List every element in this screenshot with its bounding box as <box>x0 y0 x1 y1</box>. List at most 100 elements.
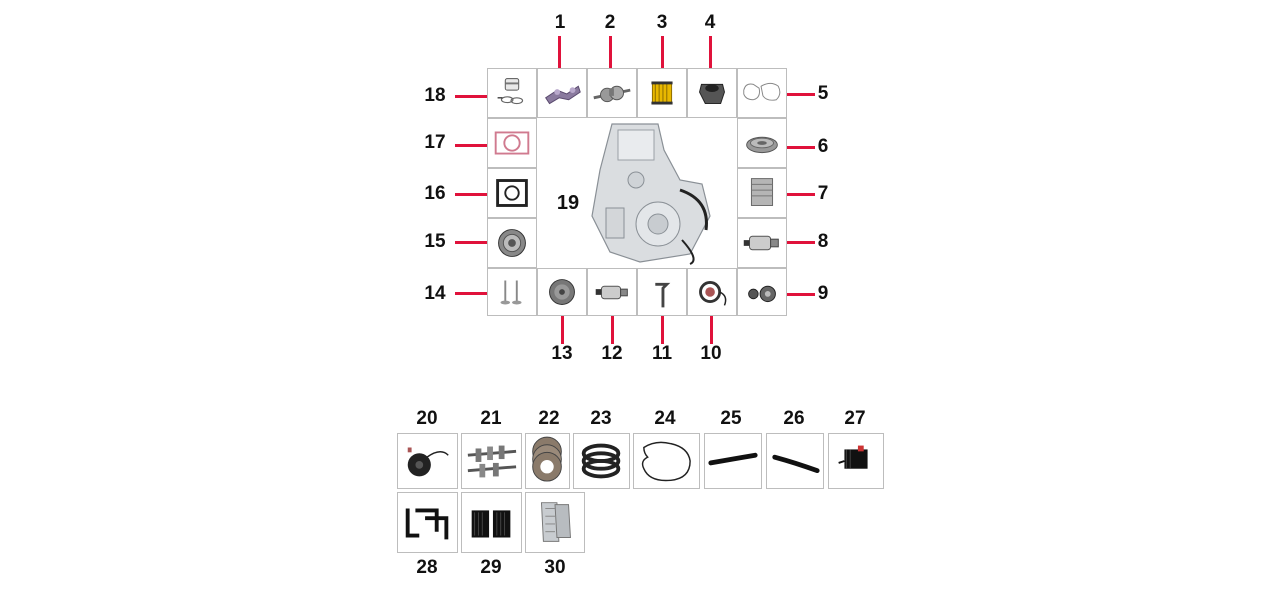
part-11-cell[interactable] <box>637 268 687 316</box>
part-8-cell[interactable] <box>737 218 787 268</box>
leader-16 <box>455 193 487 196</box>
part-28-cell[interactable] <box>397 492 458 553</box>
label-15: 15 <box>424 231 446 252</box>
leader-10 <box>710 316 713 344</box>
starter-motor-icon <box>595 285 628 300</box>
label-8: 8 <box>817 231 829 252</box>
label-7: 7 <box>817 183 829 204</box>
cover-gasket-icon <box>743 82 781 101</box>
leader-3 <box>661 36 664 68</box>
label-11: 11 <box>651 343 673 364</box>
label-9: 9 <box>817 283 829 304</box>
label-25: 25 <box>720 408 742 429</box>
leader-6 <box>787 146 815 149</box>
cylinder-gasket-black-icon <box>496 179 528 207</box>
leader-1 <box>558 36 561 68</box>
radiator-guards-icon <box>471 510 511 538</box>
label-29: 29 <box>480 557 502 578</box>
label-16: 16 <box>424 183 446 204</box>
label-20: 20 <box>416 408 438 429</box>
label-13: 13 <box>551 343 573 364</box>
leader-17 <box>455 144 487 147</box>
label-22: 22 <box>538 408 560 429</box>
part-25-cell[interactable] <box>704 433 762 489</box>
oil-filter-icon <box>651 81 673 105</box>
label-19: 19 <box>556 192 580 214</box>
part-17-cell[interactable] <box>487 118 537 168</box>
label-30: 30 <box>544 557 566 578</box>
part-27-cell[interactable] <box>828 433 884 489</box>
rotor-icon <box>549 279 575 305</box>
chain-tensioner-icon <box>772 454 820 474</box>
part-26-cell[interactable] <box>766 433 824 489</box>
part-4-cell[interactable] <box>687 68 737 118</box>
part-2-cell[interactable] <box>587 68 637 118</box>
leader-14 <box>455 292 487 295</box>
stator-icon <box>699 280 727 306</box>
label-21: 21 <box>480 408 502 429</box>
sprockets-icon <box>748 285 776 303</box>
part-18-cell[interactable] <box>487 68 537 118</box>
coolant-hoses-icon <box>405 508 449 540</box>
label-10: 10 <box>700 343 722 364</box>
cylinder-head-icon <box>750 178 774 206</box>
label-4: 4 <box>704 12 716 33</box>
regulator-rectifier-icon <box>838 445 868 469</box>
part-14-cell[interactable] <box>487 268 537 316</box>
part-9-cell[interactable] <box>737 268 787 316</box>
label-17: 17 <box>424 132 446 153</box>
part-1-cell[interactable] <box>537 68 587 118</box>
gear-ring-icon <box>746 136 778 154</box>
part-7-cell[interactable] <box>737 168 787 218</box>
part-3-cell[interactable] <box>637 68 687 118</box>
leader-13 <box>561 316 564 344</box>
label-27: 27 <box>844 408 866 429</box>
label-5: 5 <box>817 83 829 104</box>
part-21-cell[interactable] <box>461 433 522 489</box>
part-19-engine[interactable] <box>540 120 734 266</box>
radiator-icon <box>540 502 571 542</box>
part-16-cell[interactable] <box>487 168 537 218</box>
label-26: 26 <box>783 408 805 429</box>
leader-2 <box>609 36 612 68</box>
part-29-cell[interactable] <box>461 492 522 553</box>
part-15-cell[interactable] <box>487 218 537 268</box>
label-14: 14 <box>424 283 446 304</box>
label-3: 3 <box>656 12 668 33</box>
label-12: 12 <box>601 343 623 364</box>
piston-kit-icon <box>497 78 524 105</box>
label-23: 23 <box>590 408 612 429</box>
clutch-plates-icon <box>532 436 562 482</box>
part-30-cell[interactable] <box>525 492 585 553</box>
part-6-cell[interactable] <box>737 118 787 168</box>
friction-discs-icon <box>581 443 621 479</box>
cylinder-gasket-pink-icon <box>494 131 530 155</box>
part-10-cell[interactable] <box>687 268 737 316</box>
starter-motor-icon <box>743 235 779 251</box>
leader-15 <box>455 241 487 244</box>
leader-9 <box>787 293 815 296</box>
part-23-cell[interactable] <box>573 433 630 489</box>
leader-11 <box>661 316 664 344</box>
part-12-cell[interactable] <box>587 268 637 316</box>
label-6: 6 <box>817 136 829 157</box>
camshaft-rocker-icon <box>545 85 581 105</box>
cooling-fan-icon <box>407 447 449 477</box>
part-24-cell[interactable] <box>633 433 700 489</box>
leader-8 <box>787 241 815 244</box>
crankshaft-icon <box>593 85 631 103</box>
part-5-cell[interactable] <box>737 68 787 118</box>
leader-5 <box>787 93 815 96</box>
part-13-cell[interactable] <box>537 268 587 316</box>
leader-7 <box>787 193 815 196</box>
label-1: 1 <box>554 12 566 33</box>
label-24: 24 <box>654 408 676 429</box>
intake-manifold-icon <box>699 83 725 105</box>
leader-12 <box>611 316 614 344</box>
label-18: 18 <box>424 85 446 106</box>
part-20-cell[interactable] <box>397 433 458 489</box>
part-22-cell[interactable] <box>525 433 570 489</box>
cover-gasket-icon <box>641 441 691 482</box>
valves-icon <box>500 280 522 305</box>
